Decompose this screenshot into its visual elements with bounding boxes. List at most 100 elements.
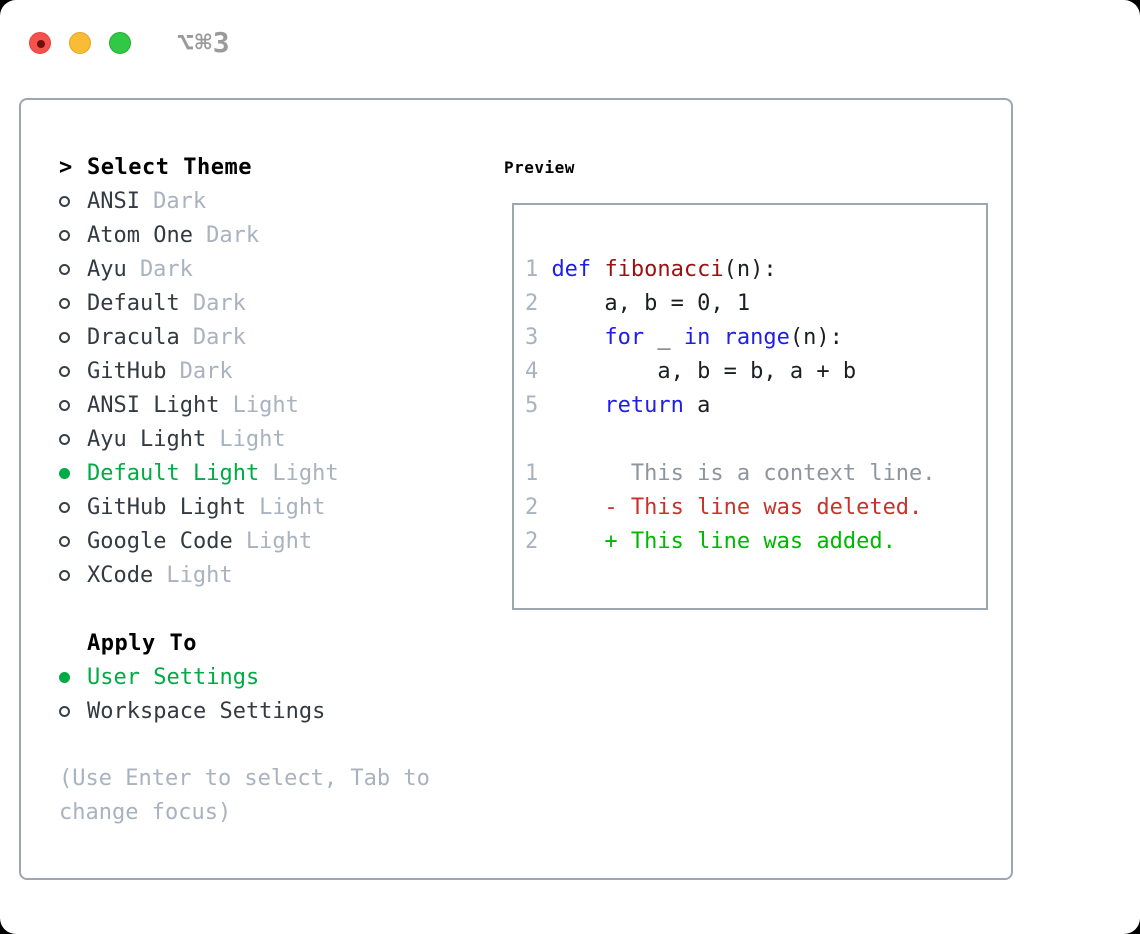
code-line-content: for _ in range(n): bbox=[538, 321, 843, 355]
bullet-slot bbox=[59, 195, 87, 207]
radio-unselected-icon bbox=[59, 229, 70, 241]
code-segment-function: fibonacci bbox=[604, 257, 724, 282]
option-variant-tag: Dark bbox=[192, 290, 246, 316]
code-segment-context: This is a context line. bbox=[551, 461, 936, 486]
bullet-slot bbox=[59, 399, 87, 411]
selection-arrow-icon: > bbox=[59, 154, 73, 180]
keyboard-hint: (Use Enter to select, Tab to change focu… bbox=[59, 766, 430, 825]
line-number: 2 bbox=[525, 529, 539, 554]
bullet-slot bbox=[59, 705, 87, 717]
option-label: Default bbox=[87, 290, 180, 316]
bullet-slot bbox=[59, 467, 87, 479]
code-segment-plain: _ bbox=[644, 325, 684, 350]
option-variant-tag: Dark bbox=[179, 358, 233, 384]
option-label: GitHub bbox=[87, 358, 167, 384]
option-variant-tag: Light bbox=[166, 562, 233, 588]
radio-unselected-icon bbox=[59, 195, 70, 207]
theme-option[interactable]: XCode Light bbox=[59, 558, 339, 592]
code-segment-deleted: - This line was deleted. bbox=[551, 495, 923, 520]
line-number: 1 bbox=[525, 461, 539, 486]
code-line-content: def fibonacci(n): bbox=[538, 253, 776, 287]
option-label: Default Light bbox=[87, 460, 260, 486]
minimize-traffic-light-icon[interactable] bbox=[69, 31, 91, 54]
option-label: Atom One bbox=[87, 222, 193, 248]
code-line: 1 This is a context line. bbox=[525, 457, 976, 491]
code-line-content: return a bbox=[538, 389, 710, 423]
theme-option[interactable]: Google Code Light bbox=[59, 524, 339, 558]
option-variant-tag: Dark bbox=[153, 188, 207, 214]
theme-option[interactable]: Default Dark bbox=[59, 286, 339, 320]
option-variant-tag: Light bbox=[272, 460, 339, 486]
bullet-slot bbox=[59, 569, 87, 581]
code-segment-plain bbox=[551, 325, 604, 350]
apply-to-heading: Apply To bbox=[87, 630, 197, 656]
radio-selected-icon bbox=[59, 671, 70, 683]
line-number: 2 bbox=[525, 291, 539, 316]
radio-unselected-icon bbox=[59, 705, 70, 717]
close-traffic-light-icon[interactable] bbox=[29, 31, 51, 54]
code-segment-plain: (n): bbox=[789, 325, 843, 350]
code-line-content: - This line was deleted. bbox=[538, 491, 922, 525]
apply-to-option[interactable]: Workspace Settings bbox=[59, 694, 325, 728]
radio-unselected-icon bbox=[59, 569, 70, 581]
line-number: 1 bbox=[525, 257, 539, 282]
line-number: 3 bbox=[525, 325, 539, 350]
option-label: Google Code bbox=[87, 528, 233, 554]
radio-unselected-icon bbox=[59, 263, 70, 275]
option-variant-tag: Light bbox=[219, 426, 286, 452]
theme-option[interactable]: Atom One Dark bbox=[59, 218, 339, 252]
preview-heading: Preview bbox=[504, 157, 575, 177]
option-variant-tag: Dark bbox=[139, 256, 193, 282]
code-line: 5 return a bbox=[525, 389, 976, 423]
option-label: ANSI Light bbox=[87, 392, 220, 418]
code-preview: 1 def fibonacci(n): 2 a, b = 0, 1 3 for _ … bbox=[512, 203, 988, 610]
line-number: 2 bbox=[525, 495, 539, 520]
code-segment-keyword: in bbox=[683, 325, 711, 350]
titlebar: ⌥⌘3 bbox=[29, 26, 231, 59]
apply-to-heading-row: Apply To bbox=[59, 626, 325, 660]
radio-unselected-icon bbox=[59, 535, 70, 547]
code-segment-keyword: range bbox=[723, 325, 790, 350]
zoom-traffic-light-icon[interactable] bbox=[109, 31, 131, 54]
code-line: 2 - This line was deleted. bbox=[525, 491, 976, 525]
code-segment-plain: a, b = b, a + b bbox=[551, 359, 857, 384]
code-line-content: a, b = 0, 1 bbox=[538, 287, 750, 321]
option-variant-tag: Dark bbox=[206, 222, 260, 248]
radio-unselected-icon bbox=[59, 297, 70, 309]
bullet-slot bbox=[59, 671, 87, 683]
bullet-slot bbox=[59, 433, 87, 445]
line-number: 5 bbox=[525, 393, 539, 418]
code-line-content: + This line was added. bbox=[538, 525, 896, 559]
radio-unselected-icon bbox=[59, 399, 70, 411]
apply-to-option[interactable]: User Settings bbox=[59, 660, 325, 694]
line-number bbox=[525, 423, 538, 457]
theme-option[interactable]: GitHub Dark bbox=[59, 354, 339, 388]
code-segment-added: + This line was added. bbox=[551, 529, 896, 554]
code-line bbox=[525, 423, 976, 457]
option-variant-tag: Light bbox=[245, 528, 313, 554]
code-line: 2 + This line was added. bbox=[525, 525, 976, 559]
option-label: XCode bbox=[87, 562, 154, 588]
code-line: 3 for _ in range(n): bbox=[525, 321, 976, 355]
bullet-slot bbox=[59, 263, 87, 275]
option-label: GitHub Light bbox=[87, 494, 246, 520]
code-segment-plain: a, b = 0, 1 bbox=[551, 291, 751, 316]
radio-unselected-icon bbox=[59, 365, 70, 377]
line-number: 4 bbox=[525, 359, 539, 384]
code-segment-plain: (n): bbox=[723, 257, 777, 282]
theme-option[interactable]: Default Light Light bbox=[59, 456, 339, 490]
bullet-slot bbox=[59, 297, 87, 309]
radio-unselected-icon bbox=[59, 433, 70, 445]
option-label: User Settings bbox=[87, 664, 260, 690]
code-line: 1 def fibonacci(n): bbox=[525, 253, 976, 287]
bullet-slot bbox=[59, 331, 87, 343]
